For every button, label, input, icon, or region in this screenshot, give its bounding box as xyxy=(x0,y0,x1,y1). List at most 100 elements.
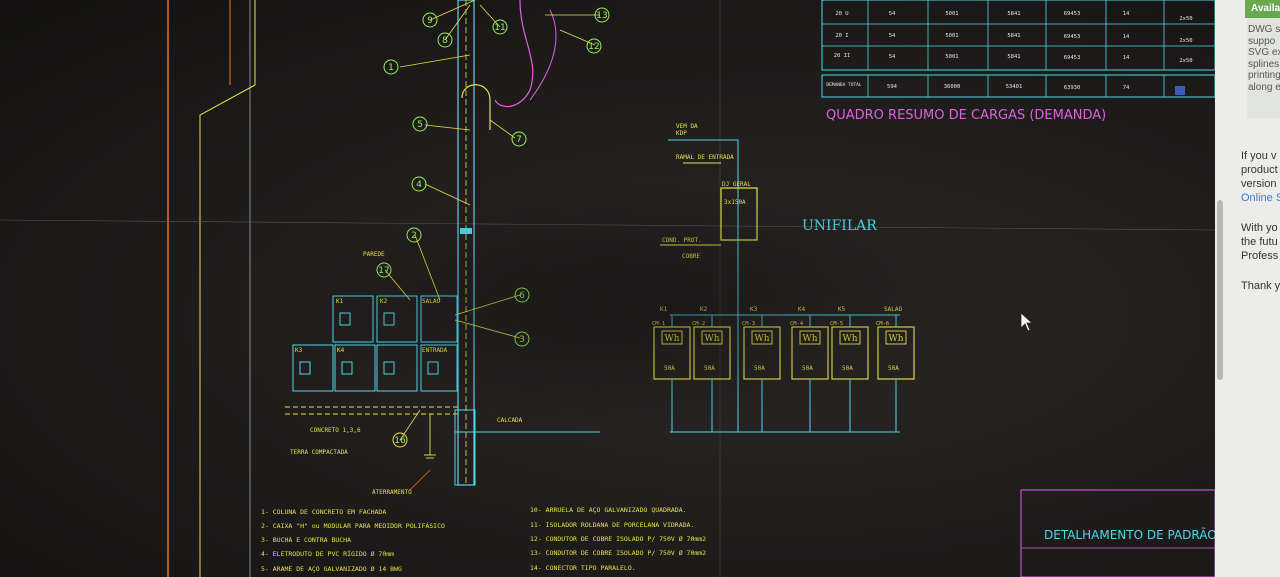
svg-text:12: 12 xyxy=(588,42,599,52)
svg-text:2: 2 xyxy=(411,231,417,241)
meter-symbol: Wh xyxy=(754,334,769,344)
online-link[interactable]: Online S xyxy=(1241,192,1280,204)
leader-lines xyxy=(384,0,600,441)
info-paragraph-1: If you v product version Online S xyxy=(1241,149,1280,205)
legend-item-5: 5- ARAME DE AÇO GALVANIZADO Ø 14 BWG xyxy=(261,565,402,573)
meter-label: K4 xyxy=(798,306,806,313)
svg-text:16: 16 xyxy=(394,436,406,446)
service-head xyxy=(461,84,491,130)
ground-leader xyxy=(409,469,431,491)
meter-label: SALAO xyxy=(884,306,902,313)
svg-text:4: 4 xyxy=(416,180,422,190)
pole-base xyxy=(454,409,476,486)
svg-text:ENTRADA: ENTRADA xyxy=(422,347,448,354)
svg-text:K4: K4 xyxy=(337,347,345,354)
svg-text:14: 14 xyxy=(1123,55,1130,61)
callout-5: 5 xyxy=(412,116,428,132)
unifilar-title: UNIFILAR xyxy=(802,218,877,234)
pole-clamp xyxy=(460,228,472,234)
callout-2: 2 xyxy=(406,227,422,243)
wall-outline xyxy=(199,0,256,577)
callout-11: 11 xyxy=(492,19,508,35)
info-paragraph-3: Thank y xyxy=(1241,280,1280,292)
svg-text:20 II: 20 II xyxy=(834,53,851,59)
svg-text:PAREDE: PAREDE xyxy=(363,251,385,258)
meter-label: K2 xyxy=(700,306,708,313)
callout-4: 4 xyxy=(411,176,427,192)
svg-text:5: 5 xyxy=(417,120,423,130)
svg-text:1: 1 xyxy=(388,63,394,73)
callout-1: 1 xyxy=(383,59,399,75)
meter-label: K3 xyxy=(750,306,758,313)
meter-amp-label: 50A xyxy=(664,365,675,372)
callout-6: 6 xyxy=(514,287,530,303)
service-cable-2 xyxy=(529,9,557,101)
callout-16: 16 xyxy=(392,432,408,448)
svg-text:5001: 5001 xyxy=(945,11,958,17)
guide-line xyxy=(0,219,1215,231)
unifilar-labels: VEM DA KDP RAMAL DE ENTRADA DJ GERAL 3x1… xyxy=(662,123,751,260)
legend-item-3: 3- BUCHA E CONTRA BUCHA xyxy=(261,536,351,544)
main-breaker-box xyxy=(720,187,758,241)
meter-symbol: Wh xyxy=(842,334,857,344)
cad-drawing-canvas[interactable]: 9 8 11 13 12 1 5 7 4 2 17 6 3 16 xyxy=(0,0,1215,577)
promo-box[interactable] xyxy=(1247,0,1280,118)
meter-cm-label: CM-3 xyxy=(742,321,755,327)
availability-badge: Availa xyxy=(1245,0,1280,18)
load-summary-table: 20 U 54 5001 5841 69453 14 2x50 20 I 54 … xyxy=(821,0,1215,98)
svg-text:17: 17 xyxy=(378,266,389,276)
service-cable xyxy=(494,0,534,108)
svg-text:53401: 53401 xyxy=(1006,84,1023,90)
svg-text:13: 13 xyxy=(596,11,607,21)
meter-cm-label: CM-1 xyxy=(652,321,665,327)
svg-text:2x50: 2x50 xyxy=(1179,16,1192,22)
meter-cm-label: CM-4 xyxy=(790,321,804,327)
callout-17: 17 xyxy=(376,262,392,278)
svg-text:54: 54 xyxy=(889,54,896,60)
callout-13: 13 xyxy=(594,7,610,23)
promo-text: DWG s suppo SVG ex splines printing alon… xyxy=(1248,24,1280,93)
svg-text:KDP: KDP xyxy=(676,130,687,137)
side-panel-scrollbar[interactable] xyxy=(1217,200,1223,380)
meter-cm-label: CM-2 xyxy=(692,321,705,327)
svg-text:63930: 63930 xyxy=(1064,85,1081,91)
detail-title-block xyxy=(1020,489,1215,577)
svg-text:14: 14 xyxy=(1123,11,1130,17)
legend: 1- COLUNA DE CONCRETO EM FACHADA 2- CAIX… xyxy=(261,506,706,573)
legend-item-2: 2- CAIXA "H" ou MODULAR PARA MEDIDOR POL… xyxy=(261,521,445,530)
svg-text:SALAO: SALAO xyxy=(422,298,440,305)
meter-amp-label: 50A xyxy=(842,365,853,372)
meter-label: K1 xyxy=(660,306,668,313)
svg-text:6: 6 xyxy=(519,291,525,301)
svg-text:11: 11 xyxy=(494,23,505,33)
callout-8: 8 xyxy=(437,32,453,48)
meter-box-labels: K1 K2 SALAO K3 K4 ENTRADA xyxy=(295,298,448,354)
callout-12: 12 xyxy=(586,38,602,54)
svg-text:K2: K2 xyxy=(380,298,388,305)
meter-cm-label: CM-6 xyxy=(876,321,889,327)
meter-box-cluster xyxy=(292,295,458,392)
svg-text:74: 74 xyxy=(1123,85,1130,91)
svg-text:TERRA COMPACTADA: TERRA COMPACTADA xyxy=(290,449,348,456)
svg-text:8: 8 xyxy=(442,36,448,46)
meter-symbol: Wh xyxy=(664,334,679,344)
meter-amp-label: 50A xyxy=(704,365,715,372)
svg-text:594: 594 xyxy=(887,84,898,90)
table-color-swatch xyxy=(1175,86,1185,95)
svg-text:K3: K3 xyxy=(295,347,303,354)
svg-text:DEMANDA TOTAL: DEMANDA TOTAL xyxy=(826,82,862,88)
svg-text:54: 54 xyxy=(889,11,896,17)
svg-text:5841: 5841 xyxy=(1007,11,1020,17)
svg-text:K1: K1 xyxy=(336,298,344,305)
meter-label: K5 xyxy=(838,306,846,313)
svg-text:2x50: 2x50 xyxy=(1179,38,1192,44)
meter-symbol: Wh xyxy=(802,334,817,344)
svg-text:ATERRAMENTO: ATERRAMENTO xyxy=(372,489,412,496)
svg-text:5841: 5841 xyxy=(1007,33,1020,39)
svg-text:3: 3 xyxy=(519,335,525,345)
svg-text:5841: 5841 xyxy=(1007,54,1020,60)
